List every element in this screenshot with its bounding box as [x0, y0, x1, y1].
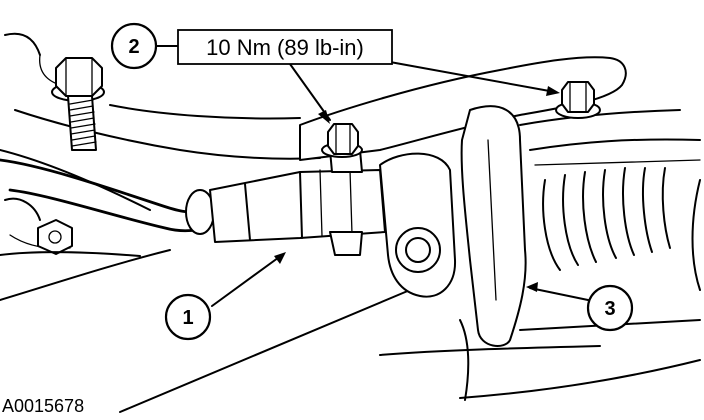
bolt-left	[321, 123, 363, 158]
callout-3: 3	[586, 284, 634, 332]
torque-spec-box: 10 Nm (89 lb-in)	[177, 29, 393, 65]
callout-1-label: 1	[182, 307, 193, 329]
bolt-right	[555, 81, 601, 119]
stud-bolt	[51, 57, 105, 151]
leader-lines	[156, 45, 589, 307]
wiring-harness	[0, 158, 215, 235]
callout-3-label: 3	[604, 298, 615, 320]
torque-spec-label: 10 Nm (89 lb-in)	[206, 35, 364, 60]
callout-2: 2	[110, 22, 158, 70]
left-nut	[37, 219, 73, 255]
callout-1: 1	[164, 293, 212, 341]
figure-id: A0015678	[2, 396, 84, 416]
callout-2-label: 2	[128, 36, 139, 58]
casting-3	[299, 56, 701, 347]
sensor-1	[209, 149, 457, 298]
